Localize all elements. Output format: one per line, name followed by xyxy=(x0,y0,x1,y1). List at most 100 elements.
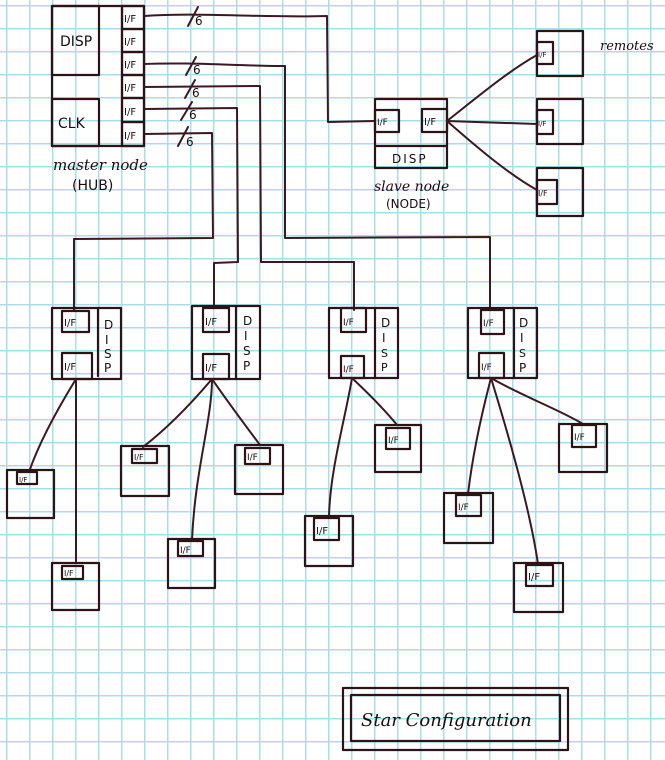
leaf-device-4a: I/F xyxy=(557,422,609,474)
sub-node-4: I/F I/F D I S P xyxy=(466,306,539,380)
diagram-title: Star Configuration xyxy=(361,710,532,731)
diagram-text: I/F xyxy=(538,120,546,128)
slave-to-remote-wires xyxy=(446,54,538,191)
diagram-text: S xyxy=(519,347,526,360)
wire-node-4-leaf-1 xyxy=(490,377,584,425)
diagram-box xyxy=(442,491,495,545)
wire-node-2-leaf-3 xyxy=(191,378,213,541)
sub-node-1: I/F I/F D I S P xyxy=(50,306,123,381)
diagram-text: I/F xyxy=(343,365,354,375)
diagram-text: S xyxy=(104,347,112,361)
wire-master-to-node-1 xyxy=(73,132,214,311)
leaf-device-2b: I/F xyxy=(233,443,285,496)
remote-2-port xyxy=(535,108,555,136)
title-box: Star Configuration xyxy=(341,686,570,752)
leaf-device-4c: I/F xyxy=(512,561,565,614)
diagram-box xyxy=(312,516,341,542)
diagram-box xyxy=(303,514,355,568)
diagram-text: I xyxy=(520,331,524,345)
diagram-box xyxy=(5,468,56,520)
wire-node-3-leaf-1 xyxy=(351,377,398,426)
diagram-text: I/F xyxy=(424,117,436,128)
diagram-text: D xyxy=(381,316,390,330)
leaf-device-1b: I/F xyxy=(50,561,101,612)
sub-node-3-disp-label: D I S P xyxy=(381,316,390,374)
slave-node-outline xyxy=(373,97,449,170)
leaf-device-1a: I/F xyxy=(5,468,56,520)
slave-disp-label: DISP xyxy=(392,152,428,166)
master-clk-box xyxy=(50,97,101,148)
diagram-text: I/F xyxy=(124,14,136,25)
diagram-text: P xyxy=(243,359,250,373)
sub-node-4-port-top xyxy=(479,308,506,336)
leaf-device-2c: I/F xyxy=(166,537,217,590)
bus-width-label-3: 6 xyxy=(192,86,200,100)
diagram-text: I/F xyxy=(481,363,492,373)
wire-master-to-node-4 xyxy=(143,62,491,311)
bus-width-label-4: 6 xyxy=(189,108,197,122)
diagram-text: I/F xyxy=(124,131,136,142)
diagram-box xyxy=(373,423,423,474)
diagram-box xyxy=(243,446,272,466)
bus-slash-5 xyxy=(177,126,189,147)
wire-node-1-leaf-1 xyxy=(28,378,77,473)
diagram-text: I/F xyxy=(205,317,217,328)
sub-node-1-disp-label: D I S P xyxy=(104,318,113,375)
diagram-box xyxy=(384,426,412,451)
wire-node-4-leaf-2 xyxy=(467,377,492,495)
wire-master-to-node-3 xyxy=(143,85,355,311)
slave-node: I/F I/F DISP slave node (NODE) xyxy=(373,97,449,211)
diagram-text: I/F xyxy=(377,118,388,128)
master-node-sublabel: (HUB) xyxy=(72,178,113,194)
diagram-text: I/F xyxy=(134,453,144,462)
diagram-text: P xyxy=(381,361,388,374)
trunk-wires xyxy=(73,13,491,311)
bus-slash-1 xyxy=(187,6,199,27)
diagram-text: I/F xyxy=(124,37,136,48)
diagram-text: I/F xyxy=(124,83,136,94)
master-disp-label: DISP xyxy=(60,34,92,50)
sub-node-2: I/F I/F D I S P xyxy=(190,304,262,381)
bus-width-label-5: 6 xyxy=(186,135,194,149)
diagram-text: D xyxy=(104,318,113,332)
diagram-text: I/F xyxy=(124,60,136,71)
diagram-text: S xyxy=(381,347,388,360)
diagram-text: P xyxy=(519,361,526,375)
diagram-text: I/F xyxy=(538,189,548,198)
diagram-text: I/F xyxy=(205,363,217,374)
diagram-text: I/F xyxy=(64,318,76,329)
diagram-text: D xyxy=(243,314,252,328)
wire-node-2-leaf-2 xyxy=(211,378,261,446)
wire-node-4-leaf-3 xyxy=(490,377,539,565)
leaf-device-3b: I/F xyxy=(303,514,355,568)
master-node: DISP CLK I/F I/F I/F I/F I/F I/F master xyxy=(50,4,148,194)
remote-device-1: I/F xyxy=(535,29,585,78)
master-port-1: I/F xyxy=(120,4,146,31)
diagram-text: I xyxy=(382,331,386,345)
diagram-box xyxy=(524,563,555,588)
wire-node-3-leaf-2 xyxy=(328,377,353,518)
sub-node-3-port-top xyxy=(339,306,368,334)
bus-slash-2 xyxy=(185,56,197,76)
diagram-text: I/F xyxy=(528,572,540,583)
sub-node-2-port-bottom xyxy=(201,352,231,381)
diagram-text: I/F xyxy=(180,546,191,556)
diagram-box xyxy=(233,443,285,496)
slave-port-in xyxy=(373,108,401,134)
diagram-box xyxy=(60,564,85,581)
diagram-text: I xyxy=(244,329,248,343)
remotes-label: remotes xyxy=(600,39,654,54)
wire-slave-to-remote-1 xyxy=(446,54,538,122)
remote-3-port xyxy=(535,178,559,206)
leaf-device-2a: I/F xyxy=(119,444,171,498)
diagram-text: I/F xyxy=(343,318,354,328)
diagram-box xyxy=(176,539,205,558)
diagram-text: I xyxy=(105,333,109,347)
wire-master-to-slave xyxy=(143,13,376,123)
master-port-2: I/F xyxy=(120,27,146,54)
sub-node-1-port-top xyxy=(60,309,91,334)
bus-slash-4 xyxy=(180,101,193,121)
diagram-text: I/F xyxy=(538,51,546,59)
master-disp-box xyxy=(50,4,101,77)
